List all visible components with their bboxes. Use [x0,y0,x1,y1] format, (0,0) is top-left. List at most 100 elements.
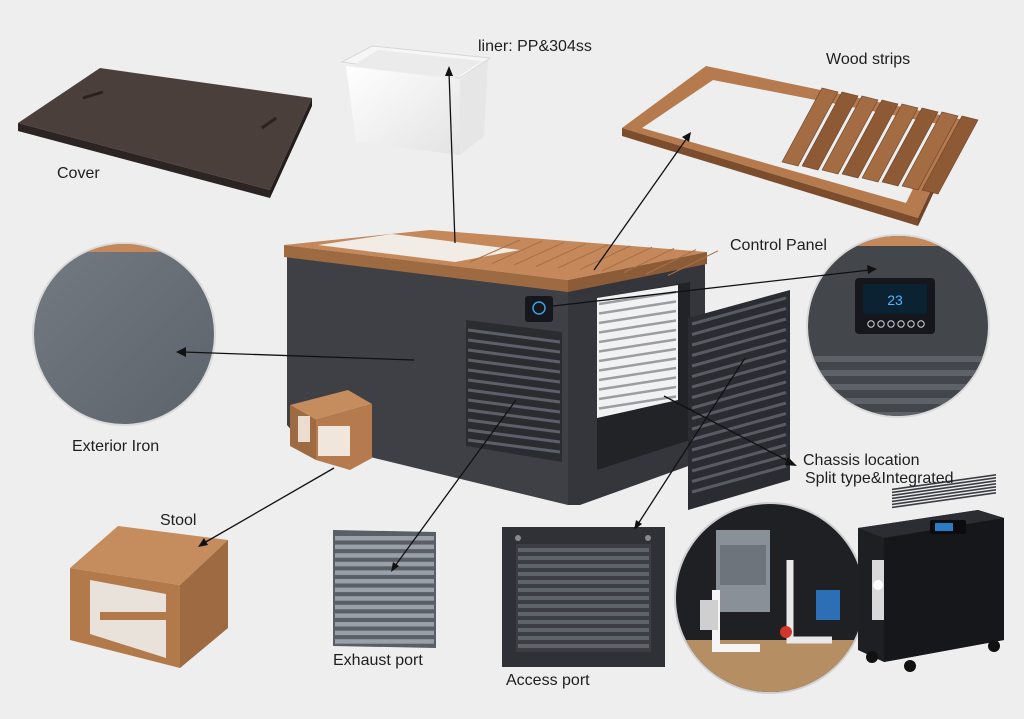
arrow-exhaust-port-head [391,562,399,572]
chiller-grille-slat [892,492,996,509]
cold-plunge-tub [284,230,790,510]
door-louver-slat [691,422,787,452]
top-slat-line [623,247,675,273]
back-louver-slat [598,328,677,344]
access-panel-slat [518,628,649,632]
wood-slat [901,111,959,191]
access-panel-slat [518,636,649,640]
small-stool-image [290,390,372,470]
door-louver-slat [691,317,787,347]
panel-button-icon [907,320,915,328]
arrow-wood-strips-head [682,132,691,142]
arrow-liner [448,71,456,244]
chassis-back-louver [597,285,678,418]
control-panel-detail: 23 [806,234,990,418]
panel-button-icon [897,320,905,328]
exterior-iron-detail [32,242,216,426]
panel-louver-slat [808,356,988,362]
back-louver-slat [598,395,677,410]
top-slat-line [601,246,653,272]
panel-louver-slat [808,398,988,404]
access-panel-slat [518,580,649,584]
cover-image [18,68,312,198]
chiller-grille-slat [892,477,996,494]
top-slat-line [645,249,697,275]
access-panel-slat [518,620,649,624]
louver-slat [467,388,561,404]
arrow-control-panel-head [867,265,877,274]
panel-button-icon [877,320,885,328]
wood-slat [841,99,899,179]
door-louver-slat [691,433,787,462]
exhaust-panel-slat [335,553,434,558]
exhaust-panel-slat [335,639,434,644]
chiller-grille-slat [892,486,996,503]
louver-slat [467,368,561,384]
top-slat-line [667,250,719,276]
arrow-exterior-iron [182,351,415,361]
exhaust-panel-slat [335,604,434,610]
chiller-grille-slat [892,480,996,497]
arrow-chassis-location-head [785,457,797,466]
label-wood-strips: Wood strips [826,51,911,68]
top-slat-line [469,239,521,263]
arrow-access-port [637,357,746,525]
arrow-stool-head [198,538,208,547]
wood-slat [821,95,879,175]
door-louver-slat [691,307,787,336]
door-louver-slat [691,359,787,389]
exhaust-panel-slat [335,570,434,575]
access-panel-slat [518,612,649,616]
arrow-exhaust-port [394,399,517,567]
wood-strips-image [622,66,979,226]
exhaust-panel-slat [335,613,434,618]
wood-slat [921,115,979,195]
access-panel-slat [518,596,649,600]
access-port-image [502,527,665,667]
tub-control-panel [525,296,553,322]
chiller-grille-slat [892,474,996,491]
door-louver-slat [691,401,787,431]
panel-button-icon [887,320,895,328]
top-slat-line [491,240,543,264]
access-door-slats [691,296,787,494]
door-louver-slat [691,296,787,326]
exhaust-panel-slat [335,596,434,601]
top-slat-line [535,243,587,267]
arrow-access-port-head [634,520,642,530]
panel-button-icon [867,320,875,328]
door-louver-slat [691,412,787,441]
door-louver-slat [691,391,787,420]
back-louver-slat [598,366,677,382]
louver-slat [467,338,561,354]
label-split-type: Split type&Integrated [805,470,954,487]
top-slat-line [579,245,631,270]
wood-slat [861,103,919,183]
louver-slat [467,348,561,364]
door-louver-slat [691,349,787,378]
arrow-control-panel [552,269,871,307]
back-louver-slat [598,347,677,363]
panel-louver-slat [808,370,988,376]
panel-button-icon [917,320,925,328]
label-stool: Stool [160,512,197,529]
label-liner: liner: PP&304ss [478,38,592,55]
louver-slat [467,358,561,374]
wood-strip-slats [781,87,979,195]
exhaust-panel-slat [335,579,434,584]
door-louver-slat [691,328,787,357]
back-louver-slat [598,385,677,401]
arrow-exterior-iron-head [176,347,186,357]
access-panel-slat [518,644,649,648]
label-control-panel: Control Panel [730,237,827,254]
door-louver-slat [691,454,787,483]
access-panel-slat [518,588,649,592]
tub-top-slats [469,239,719,276]
exhaust-panel-slat [335,587,434,593]
label-chassis-location: Chassis location [803,452,920,469]
door-louver-slat [691,370,787,399]
panel-louver-slat [808,412,988,416]
access-panel-slat [518,564,649,568]
back-louver-slat [598,309,677,325]
louver-slat [467,428,561,444]
